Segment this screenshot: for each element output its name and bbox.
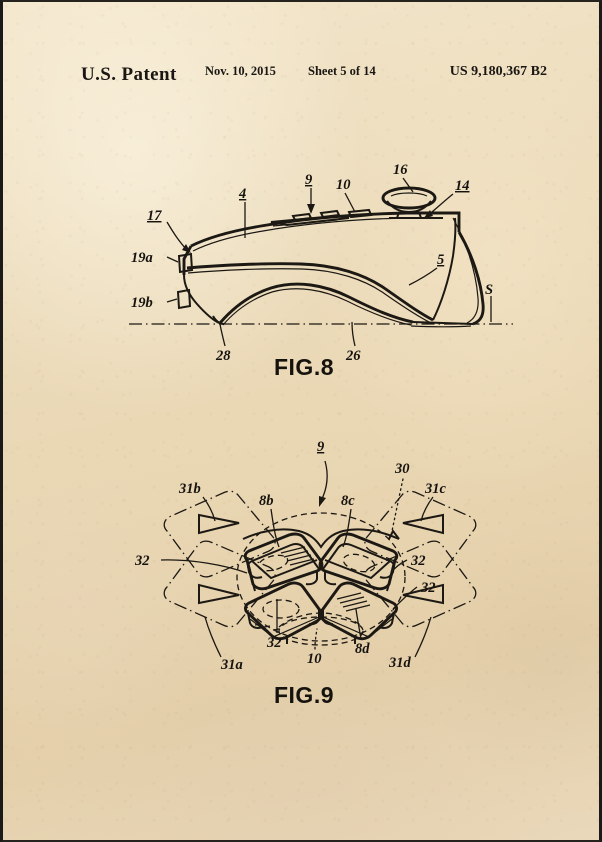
fig9-callout-31d: 31d xyxy=(388,655,412,671)
paper-grain-texture xyxy=(3,2,599,840)
fig9-callout-9: 9 xyxy=(317,439,324,455)
fig9-callout-8b: 8b xyxy=(259,493,274,509)
fig9-callout-30: 30 xyxy=(394,461,410,477)
header-patent-number: US 9,180,367 B2 xyxy=(449,64,547,79)
fig9-callout-31b: 31b xyxy=(178,481,201,497)
sheet-header: U.S. Patent Nov. 10, 2015 Sheet 5 of 14 … xyxy=(3,64,599,90)
fig8-callout-26: 26 xyxy=(345,348,361,364)
fig9-callout-31a: 31a xyxy=(220,657,243,673)
fig9-callout-32-right-upper: 32 xyxy=(410,553,426,569)
fig8-callout-19b: 19b xyxy=(131,295,153,311)
fig8-callout-S: S xyxy=(485,282,493,298)
figure-8-drawing: 17 19a 19b 4 9 10 16 14 5 S 28 26 xyxy=(121,152,521,367)
header-office-label: U.S. Patent xyxy=(81,64,177,85)
fig8-callout-16: 16 xyxy=(393,162,408,178)
header-sheet-number: Sheet 5 of 14 xyxy=(308,64,376,78)
fig9-callout-31c: 31c xyxy=(424,481,447,497)
fig9-callout-8d: 8d xyxy=(355,641,370,657)
fig8-callout-19a: 19a xyxy=(131,250,153,266)
figure-9-caption: FIG.9 xyxy=(273,682,334,708)
fig8-callout-10: 10 xyxy=(336,177,351,193)
figure-9-drawing: 9 30 31b 31c 8b 8c 32 32 32 32 10 8d 31a… xyxy=(121,427,521,692)
fig9-callout-32-bottom: 32 xyxy=(266,635,282,651)
fig8-callout-14: 14 xyxy=(455,178,470,194)
fig9-callout-32-right-lower: 32 xyxy=(420,580,436,596)
fig9-callout-8c: 8c xyxy=(341,493,355,509)
header-issue-date: Nov. 10, 2015 xyxy=(205,64,276,78)
figure-8-caption: FIG.8 xyxy=(273,354,334,380)
fig8-callout-5: 5 xyxy=(437,252,444,268)
fig8-callout-4: 4 xyxy=(238,186,246,202)
fig9-callout-10: 10 xyxy=(307,651,322,667)
fig8-callout-9: 9 xyxy=(305,172,312,188)
fig9-callout-32-left: 32 xyxy=(134,553,150,569)
fig8-callout-28: 28 xyxy=(215,348,231,364)
fig8-callout-17: 17 xyxy=(147,208,162,224)
